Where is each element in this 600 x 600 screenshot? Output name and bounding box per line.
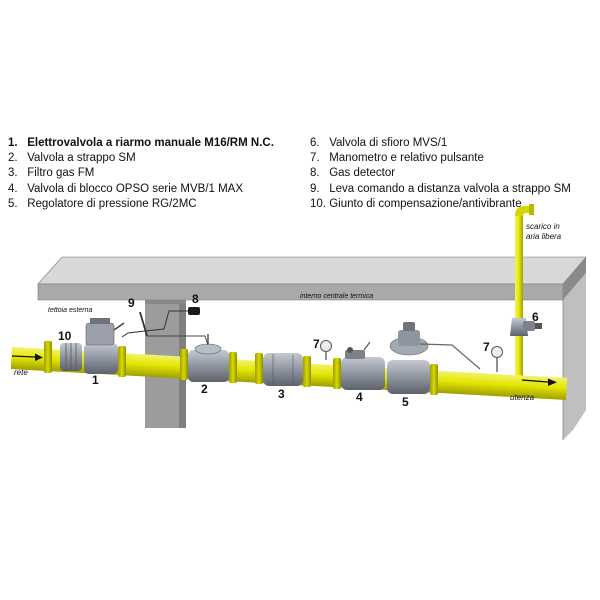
number-9: 9 — [128, 296, 135, 310]
inlet-arrow — [11, 353, 43, 361]
remote-lever-9 — [139, 311, 209, 346]
number-6: 6 — [532, 310, 539, 324]
legend-item-8: 8. Gas detector — [310, 167, 396, 180]
gas-detector-8 — [121, 307, 200, 338]
number-7b: 7 — [483, 340, 490, 354]
number-2: 2 — [201, 382, 208, 396]
solenoid-valve-1 — [84, 318, 125, 374]
relief-valve-6 — [510, 318, 542, 336]
legend-left: 1. Elettrovalvola a riarmo manuale M16/R… — [8, 136, 308, 212]
legend-item-6: 6. Valvola di sfioro MVS/1 — [310, 137, 448, 149]
number-5: 5 — [402, 395, 409, 409]
number-8: 8 — [192, 292, 199, 306]
interior-wall — [562, 273, 586, 440]
pipe-flanges — [44, 341, 438, 395]
legend-right: 6. Valvola di sfioro MVS/1 7. Manometro … — [310, 136, 600, 212]
pull-valve-2 — [188, 334, 229, 382]
manometer-7b — [491, 346, 503, 372]
legend-item-5: 5. Regolatore di pressione RG/2MC — [8, 197, 197, 210]
number-4: 4 — [356, 390, 363, 404]
legend-item-2: 2. Valvola a strappo SM — [8, 152, 136, 165]
outlet-label: utenza — [510, 393, 535, 402]
vent-label-line1: scarico in — [526, 222, 560, 231]
inlet-label: rete — [14, 368, 28, 377]
number-7a: 7 — [313, 337, 320, 351]
legend-item-7: 7. Manometro e relativo pulsante — [310, 152, 484, 165]
opso-valve-4 — [341, 341, 385, 390]
number-3: 3 — [278, 387, 285, 401]
gas-filter-3 — [263, 353, 303, 386]
number-1: 1 — [92, 373, 99, 387]
legend-item-1: 1. Elettrovalvola a riarmo manuale M16/R… — [8, 137, 274, 149]
sensing-line — [419, 343, 481, 370]
central-label: interno centrale termica — [300, 293, 373, 300]
legend-item-3: 3. Filtro gas FM — [8, 167, 95, 180]
legend-item-9: 9. Leva comando a distanza valvola a str… — [310, 182, 571, 195]
vent-label-line2: aria libera — [526, 232, 562, 241]
number-10: 10 — [58, 329, 72, 343]
pressure-regulator-5 — [387, 322, 430, 394]
legend-item-4: 4. Valvola di blocco OPSO serie MVB/1 MA… — [8, 182, 244, 195]
compensation-joint-10 — [60, 343, 82, 371]
outlet-arrow — [521, 378, 557, 386]
legend-item-10: 10. Giunto di compensazione/antivibrante — [310, 197, 522, 210]
manometer-7a — [320, 340, 332, 360]
roof-label: tettoia esterna — [48, 307, 92, 314]
